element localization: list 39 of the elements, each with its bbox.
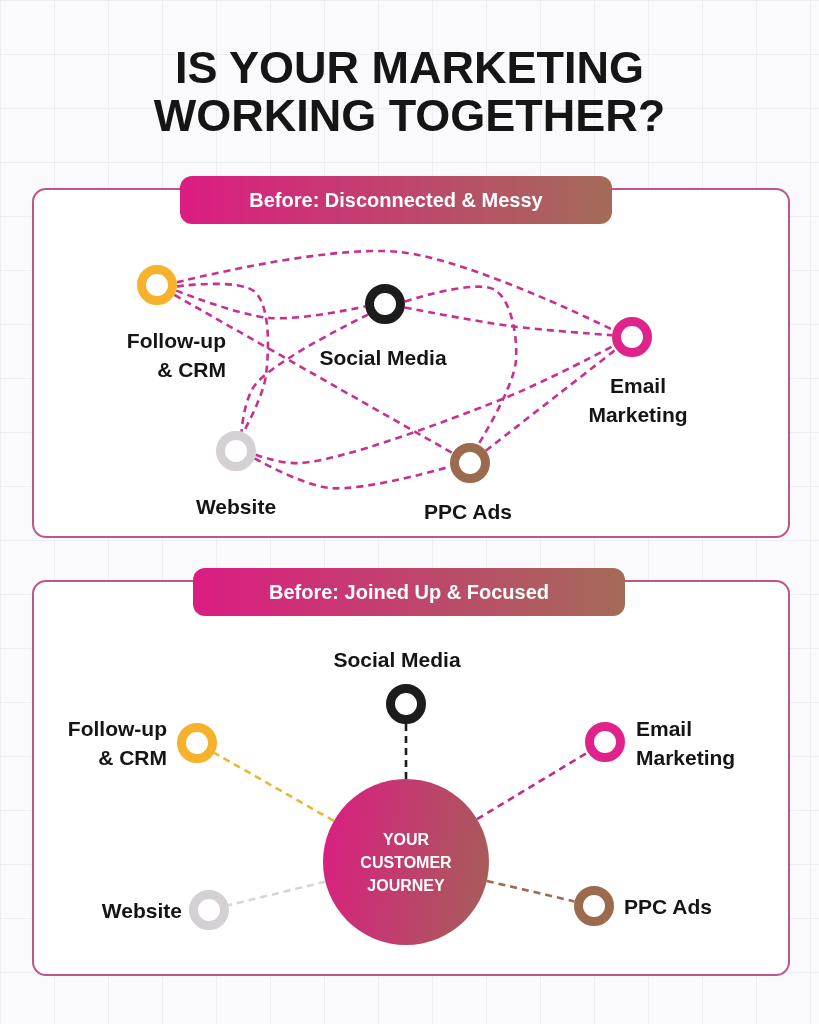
hub-label: YOUR CUSTOMER JOURNEY	[359, 829, 453, 896]
channel-label: PPC Ads	[423, 498, 513, 525]
title: IS YOUR MARKETING WORKING TOGETHER?	[152, 44, 667, 140]
ring-marker	[574, 886, 614, 926]
ring-marker	[450, 443, 490, 483]
panel-card	[32, 580, 790, 976]
channel-label: Website	[100, 897, 182, 924]
connector-line	[404, 306, 613, 337]
ring-marker	[585, 722, 625, 762]
connector-line	[213, 751, 335, 823]
ring-marker	[386, 684, 426, 724]
connector-line	[255, 344, 615, 465]
ring-marker	[189, 890, 229, 930]
connector-line	[240, 313, 369, 432]
channel-label: Email Marketing	[636, 716, 737, 771]
channel-label: Website	[194, 493, 278, 520]
connector-line	[175, 289, 366, 320]
ring-marker	[612, 317, 652, 357]
ring-marker	[177, 723, 217, 763]
ring-marker	[137, 265, 177, 305]
channel-label: PPC Ads	[624, 893, 713, 920]
connector-line	[476, 751, 589, 821]
channel-label: Follow-up & CRM	[66, 716, 167, 771]
connector-line	[173, 293, 454, 455]
channel-label: Email Marketing	[587, 373, 689, 428]
connector-line	[486, 879, 575, 903]
channel-label: Follow-up & CRM	[125, 328, 226, 383]
connector-line	[228, 880, 326, 907]
connector-line	[485, 348, 617, 452]
panel-card	[32, 188, 790, 538]
channel-label: Social Media	[319, 344, 447, 371]
heading-pill: Before: Disconnected & Messy	[180, 176, 612, 224]
connector-line	[404, 285, 518, 446]
connector-line	[176, 249, 614, 332]
heading-pill: Before: Joined Up & Focused	[193, 568, 625, 616]
channel-label: Social Media	[333, 646, 461, 673]
ring-marker	[365, 284, 405, 324]
connector-line	[404, 724, 408, 779]
ring-marker	[216, 431, 256, 471]
